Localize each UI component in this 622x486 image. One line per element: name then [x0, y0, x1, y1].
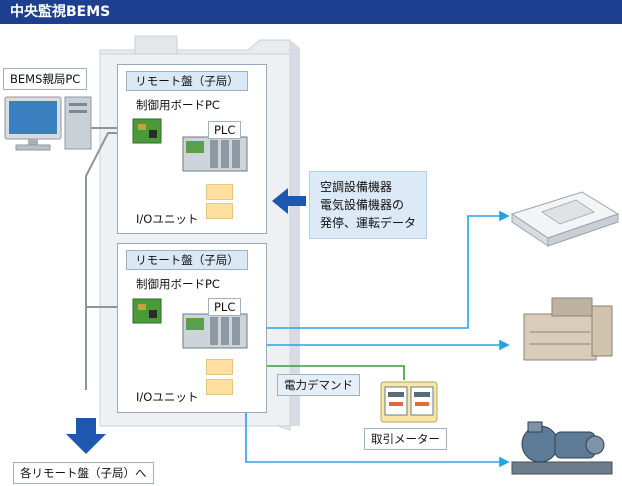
meter-label: 取引メーター [364, 428, 447, 450]
title-badge: 中央監視BEMS [0, 0, 622, 24]
plc-2-label: PLC [208, 298, 242, 316]
callout-line-2: 電気設備機器の [320, 198, 405, 212]
demand-line [232, 365, 405, 380]
cooling-tower-icon [523, 297, 613, 361]
power-demand-label: 電力デマンド [277, 374, 360, 396]
remote-panel-1-heading: リモート盤（子局） [126, 71, 248, 91]
ceiling-ac-icon [510, 191, 620, 247]
io-unit-1b [206, 203, 233, 219]
plc-1-label: PLC [208, 121, 242, 139]
io-unit-2a [206, 359, 233, 375]
equipment-callout: 空調設備機器 電気設備機器の 発停、運転データ [309, 171, 428, 239]
board-pc-1-label: 制御用ボードPC [136, 98, 220, 112]
parent-pc-icon [4, 96, 92, 151]
callout-line-3: 発停、運転データ [320, 216, 417, 230]
remote-panel-2-heading: リモート盤（子局） [126, 250, 248, 270]
io-unit-1a [206, 184, 233, 200]
plc-2-icon [182, 313, 248, 349]
board-pc-2-icon [132, 298, 162, 324]
board-pc-2-label: 制御用ボードPC [136, 277, 220, 291]
down-arrow-icon [66, 418, 106, 454]
io-unit-2-label: I/Oユニット [136, 390, 199, 404]
meter-icon [380, 381, 438, 423]
callout-line-1: 空調設備機器 [320, 180, 393, 194]
other-panels-label: 各リモート盤（子局）へ [13, 462, 154, 484]
plc-1-icon [182, 136, 248, 172]
left-arrow-icon [272, 188, 306, 214]
board-pc-1-icon [132, 118, 162, 144]
parent-pc-label: BEMS親局PC [3, 68, 88, 90]
io-unit-1-label: I/Oユニット [136, 212, 199, 226]
pump-icon [511, 421, 613, 475]
io-unit-2b [206, 379, 233, 395]
